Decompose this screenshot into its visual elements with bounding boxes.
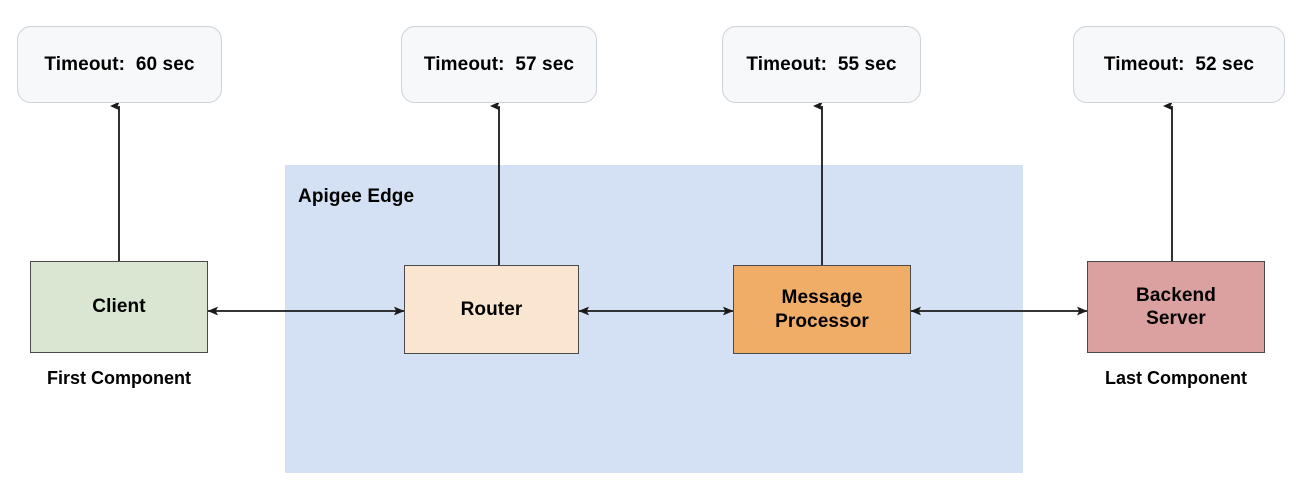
caption-last: Last Component xyxy=(1105,368,1247,388)
node-mp: Message Processor xyxy=(733,265,911,354)
callout-mp: Timeout: 55 sec xyxy=(722,26,921,103)
node-client: Client xyxy=(30,261,208,353)
apigee-edge-zone xyxy=(285,165,1023,473)
callout-client: Timeout: 60 sec xyxy=(17,26,222,103)
callout-backend: Timeout: 52 sec xyxy=(1073,26,1285,103)
apigee-edge-zone-label: Apigee Edge xyxy=(298,186,415,207)
node-router: Router xyxy=(404,265,579,354)
node-backend: Backend Server xyxy=(1087,261,1265,353)
caption-first: First Component xyxy=(47,368,191,388)
callout-router: Timeout: 57 sec xyxy=(401,26,597,103)
